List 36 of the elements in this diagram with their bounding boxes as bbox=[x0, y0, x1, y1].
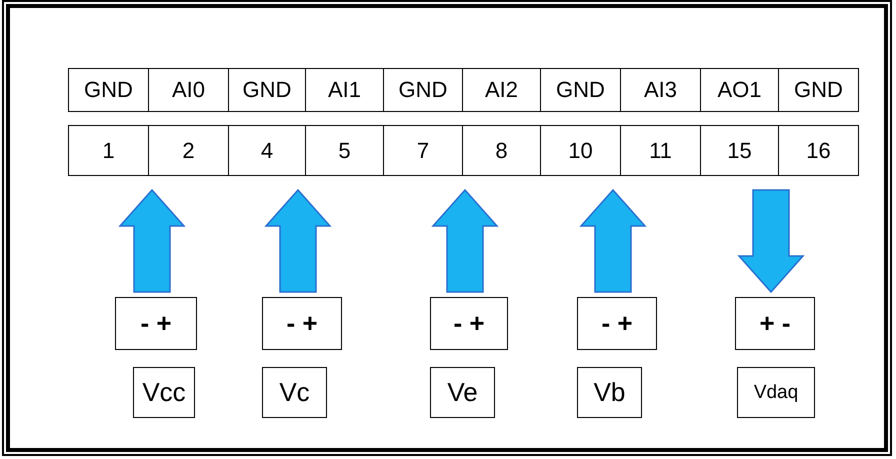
pin-number-cell: 15 bbox=[700, 125, 779, 176]
voltage-box: Ve bbox=[430, 367, 495, 418]
pin-number-cell: 11 bbox=[620, 125, 701, 176]
block-arrow bbox=[118, 188, 186, 293]
pin-number-cell: 4 bbox=[228, 125, 306, 176]
pin-name-cell: AI3 bbox=[620, 68, 701, 112]
pin-name-cell: AI1 bbox=[305, 68, 384, 112]
pin-name-cell: AI2 bbox=[462, 68, 541, 112]
block-arrow bbox=[737, 189, 805, 294]
pin-name-cell: GND bbox=[383, 68, 463, 112]
pin-number-cell: 5 bbox=[305, 125, 384, 176]
voltage-box: Vb bbox=[577, 367, 642, 418]
pin-number-cell: 1 bbox=[68, 125, 149, 176]
pin-number-cell: 7 bbox=[383, 125, 463, 176]
block-arrow bbox=[431, 188, 499, 293]
polarity-box: - + bbox=[577, 297, 657, 350]
voltage-box: Vc bbox=[262, 367, 327, 418]
pin-number-cell: 10 bbox=[540, 125, 621, 176]
pin-name-cell: GND bbox=[540, 68, 621, 112]
pin-number-cell: 8 bbox=[462, 125, 541, 176]
pin-number-cell: 16 bbox=[778, 125, 859, 176]
polarity-box: - + bbox=[115, 297, 197, 350]
block-arrow bbox=[264, 188, 332, 293]
polarity-box: - + bbox=[430, 297, 508, 350]
voltage-box: Vcc bbox=[133, 367, 195, 418]
pin-name-cell: GND bbox=[68, 68, 149, 112]
pin-table bbox=[68, 68, 858, 176]
pin-name-cell: GND bbox=[228, 68, 306, 112]
voltage-box: Vdaq bbox=[737, 367, 815, 418]
polarity-box: - + bbox=[262, 297, 342, 350]
pin-name-cell: AI0 bbox=[148, 68, 229, 112]
pin-name-cell: GND bbox=[778, 68, 859, 112]
pin-number-cell: 2 bbox=[148, 125, 229, 176]
block-arrow bbox=[579, 188, 647, 293]
polarity-box: + - bbox=[735, 297, 815, 350]
pin-name-cell: AO1 bbox=[700, 68, 779, 112]
